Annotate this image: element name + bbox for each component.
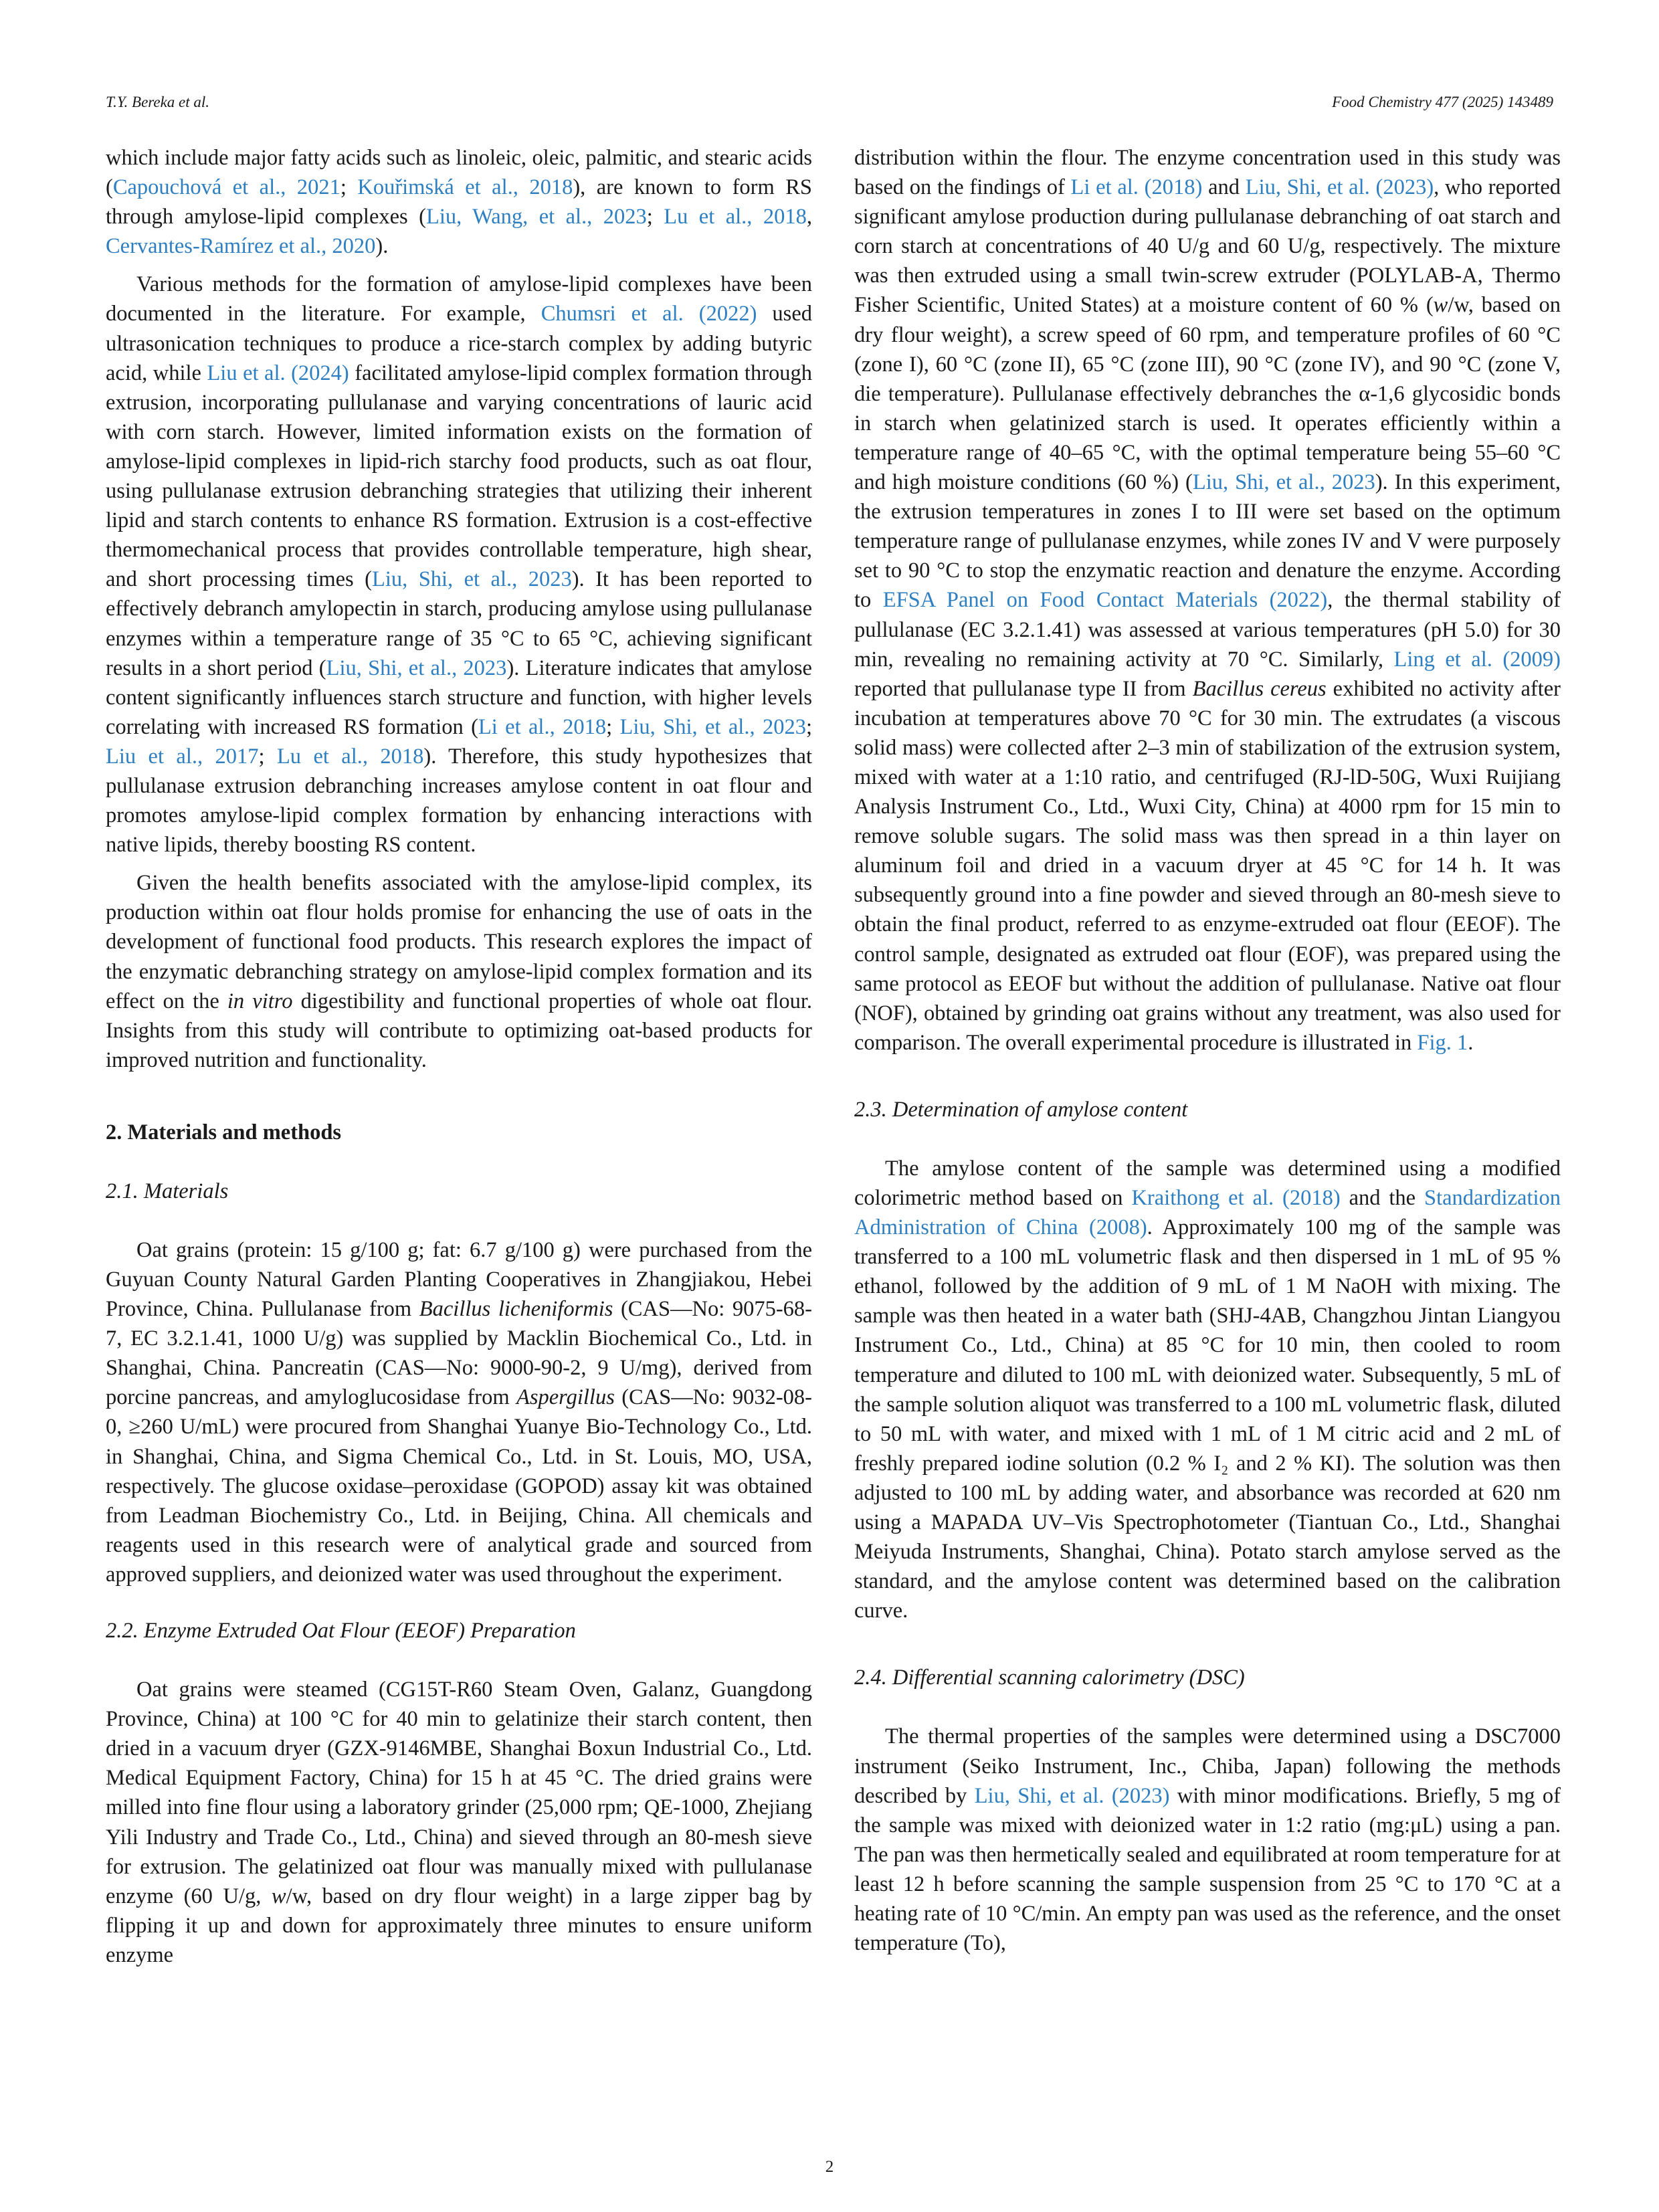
- citation-link[interactable]: Kraithong et al. (2018): [1131, 1186, 1341, 1210]
- text-run: distribution within the flour. The enzym…: [854, 146, 1561, 200]
- eeof-preparation-paragraph: Oat grains were steamed (CG15T-R60 Steam…: [106, 1675, 812, 1970]
- text-run: exhibited no activity after incubation a…: [854, 676, 1561, 1055]
- text-run: digestibility and functional properties …: [106, 989, 812, 1072]
- running-head-authors: T.Y. Bereka et al.: [106, 94, 210, 110]
- subsection-heading-materials: 2.1. Materials: [106, 1179, 229, 1203]
- citation-link[interactable]: Cervantes-Ramírez et al., 2020: [106, 234, 376, 259]
- citation-link[interactable]: Li et al. (2018): [1070, 175, 1203, 200]
- text-run: . Approximately 100 mg of the sample was…: [854, 1215, 1561, 1623]
- text-run: The thermal properties of the samples we…: [854, 1724, 1561, 1808]
- italic-term: Bacillus licheniformis: [419, 1297, 613, 1322]
- intro-paragraph-continued: which include major fatty acids such as …: [106, 143, 812, 261]
- italic-term: in vitro: [227, 989, 293, 1013]
- citation-link[interactable]: Li et al., 2018: [478, 714, 607, 739]
- text-run: Oat grains (protein: 15 g/100 g; fat: 6.…: [106, 1237, 812, 1322]
- italic-term: Aspergillus: [516, 1385, 615, 1410]
- citation-link[interactable]: Lu et al., 2018: [664, 205, 807, 229]
- text-run: ), are known to form RS through amylose-…: [106, 175, 812, 229]
- citation-link[interactable]: Liu, Shi, et al., 2023: [326, 656, 507, 680]
- italic-term: w: [1433, 293, 1448, 318]
- text-run: Given the health benefits associated wit…: [106, 871, 812, 1013]
- text-run: facilitated amylose-lipid complex format…: [106, 361, 813, 592]
- left-column: which include major fatty acids such as …: [106, 143, 812, 1970]
- text-run: Various methods for the formation of amy…: [106, 272, 812, 326]
- citation-link[interactable]: EFSA Panel on Food Contact Materials (20…: [882, 588, 1328, 613]
- citation-link[interactable]: Kouřimská et al., 2018: [357, 175, 573, 200]
- text-run: and the: [1340, 1186, 1425, 1210]
- citation-link[interactable]: Liu, Wang, et al., 2023: [426, 205, 647, 229]
- citation-link[interactable]: Capouchová et al., 2021: [112, 175, 340, 200]
- citation-link[interactable]: Liu, Shi, et al., 2023: [1192, 470, 1375, 495]
- running-head: T.Y. Bereka et al. Food Chemistry 477 (2…: [106, 94, 1553, 120]
- text-run: , who reported significant amylose produ…: [854, 175, 1561, 318]
- text-run: ). In this experiment, the extrusion tem…: [854, 470, 1561, 613]
- citation-link[interactable]: Lu et al., 2018: [276, 744, 424, 769]
- citation-link[interactable]: Fig. 1: [1417, 1030, 1468, 1055]
- text-run: /w, based on dry flour weight), a screw …: [854, 293, 1561, 495]
- text-run: ;: [340, 175, 358, 200]
- text-run: with minor modifications. Briefly, 5 mg …: [854, 1783, 1561, 1956]
- text-run: ). Therefore, this study hypothesizes th…: [106, 744, 812, 858]
- subsection-heading-amylose-content: 2.3. Determination of amylose content: [854, 1097, 1188, 1122]
- citation-link[interactable]: Standardization Administration of China …: [854, 1186, 1561, 1240]
- text-run: reported that pullulanase type II from: [854, 676, 1193, 701]
- citation-link[interactable]: Liu et al. (2024): [207, 361, 349, 385]
- citation-link[interactable]: Liu, Shi, et al. (2023): [974, 1783, 1170, 1808]
- right-column: distribution within the flour. The enzym…: [854, 143, 1561, 1958]
- citation-link[interactable]: Liu et al., 2017: [106, 744, 259, 769]
- citation-link[interactable]: Liu, Shi, et al., 2023: [371, 567, 572, 592]
- text-run: Oat grains were steamed (CG15T-R60 Steam…: [106, 1678, 812, 1908]
- text-run: ;: [646, 205, 664, 229]
- text-run: ;: [258, 744, 277, 769]
- text-run: ). Literature indicates that amylose con…: [106, 656, 812, 739]
- text-run: used ultrasonication techniques to produ…: [106, 302, 812, 385]
- running-head-journal: Food Chemistry 477 (2025) 143489: [1332, 94, 1553, 110]
- text-run: ;: [606, 714, 620, 739]
- text-run: The amylose content of the sample was de…: [854, 1156, 1561, 1210]
- text-run: ).: [375, 234, 389, 259]
- citation-link[interactable]: Liu, Shi, et al., 2023: [619, 714, 806, 739]
- text-run: and: [1202, 175, 1246, 200]
- eeof-preparation-paragraph-continued: distribution within the flour. The enzym…: [854, 143, 1561, 1058]
- text-run: which include major fatty acids such as …: [106, 146, 812, 200]
- italic-term: Bacillus cereus: [1192, 676, 1327, 701]
- text-run: .: [1468, 1030, 1474, 1055]
- italic-term: w: [271, 1884, 286, 1908]
- citation-link[interactable]: Ling et al. (2009): [1393, 647, 1561, 672]
- amylose-content-paragraph: The amylose content of the sample was de…: [854, 1154, 1561, 1626]
- text-run: , the thermal stability of pullulanase (…: [854, 588, 1561, 672]
- text-run: ;: [805, 714, 812, 739]
- intro-paragraph-methods: Various methods for the formation of amy…: [106, 270, 812, 860]
- citation-link[interactable]: Chumsri et al. (2022): [541, 302, 757, 326]
- page-number: 2: [825, 2158, 834, 2176]
- citation-link[interactable]: Liu, Shi, et al. (2023): [1245, 175, 1434, 200]
- materials-paragraph: Oat grains (protein: 15 g/100 g; fat: 6.…: [106, 1235, 812, 1589]
- text-run: ). It has been reported to effectively d…: [106, 567, 812, 680]
- intro-paragraph-aims: Given the health benefits associated wit…: [106, 868, 812, 1075]
- subsection-heading-eeof-preparation: 2.2. Enzyme Extruded Oat Flour (EEOF) Pr…: [106, 1619, 576, 1643]
- subsection-heading-dsc: 2.4. Differential scanning calorimetry (…: [854, 1666, 1245, 1690]
- text-run: ,: [806, 205, 812, 229]
- dsc-paragraph: The thermal properties of the samples we…: [854, 1722, 1561, 1958]
- text-run: (CAS—No: 9032-08-0, ≥260 U/mL) were proc…: [106, 1385, 812, 1587]
- text-run: (CAS—No: 9075-68-7, EC 3.2.1.41, 1000 U/…: [106, 1297, 813, 1410]
- text-run: /w, based on dry flour weight) in a larg…: [106, 1884, 812, 1967]
- section-heading-materials-methods: 2. Materials and methods: [106, 1120, 342, 1144]
